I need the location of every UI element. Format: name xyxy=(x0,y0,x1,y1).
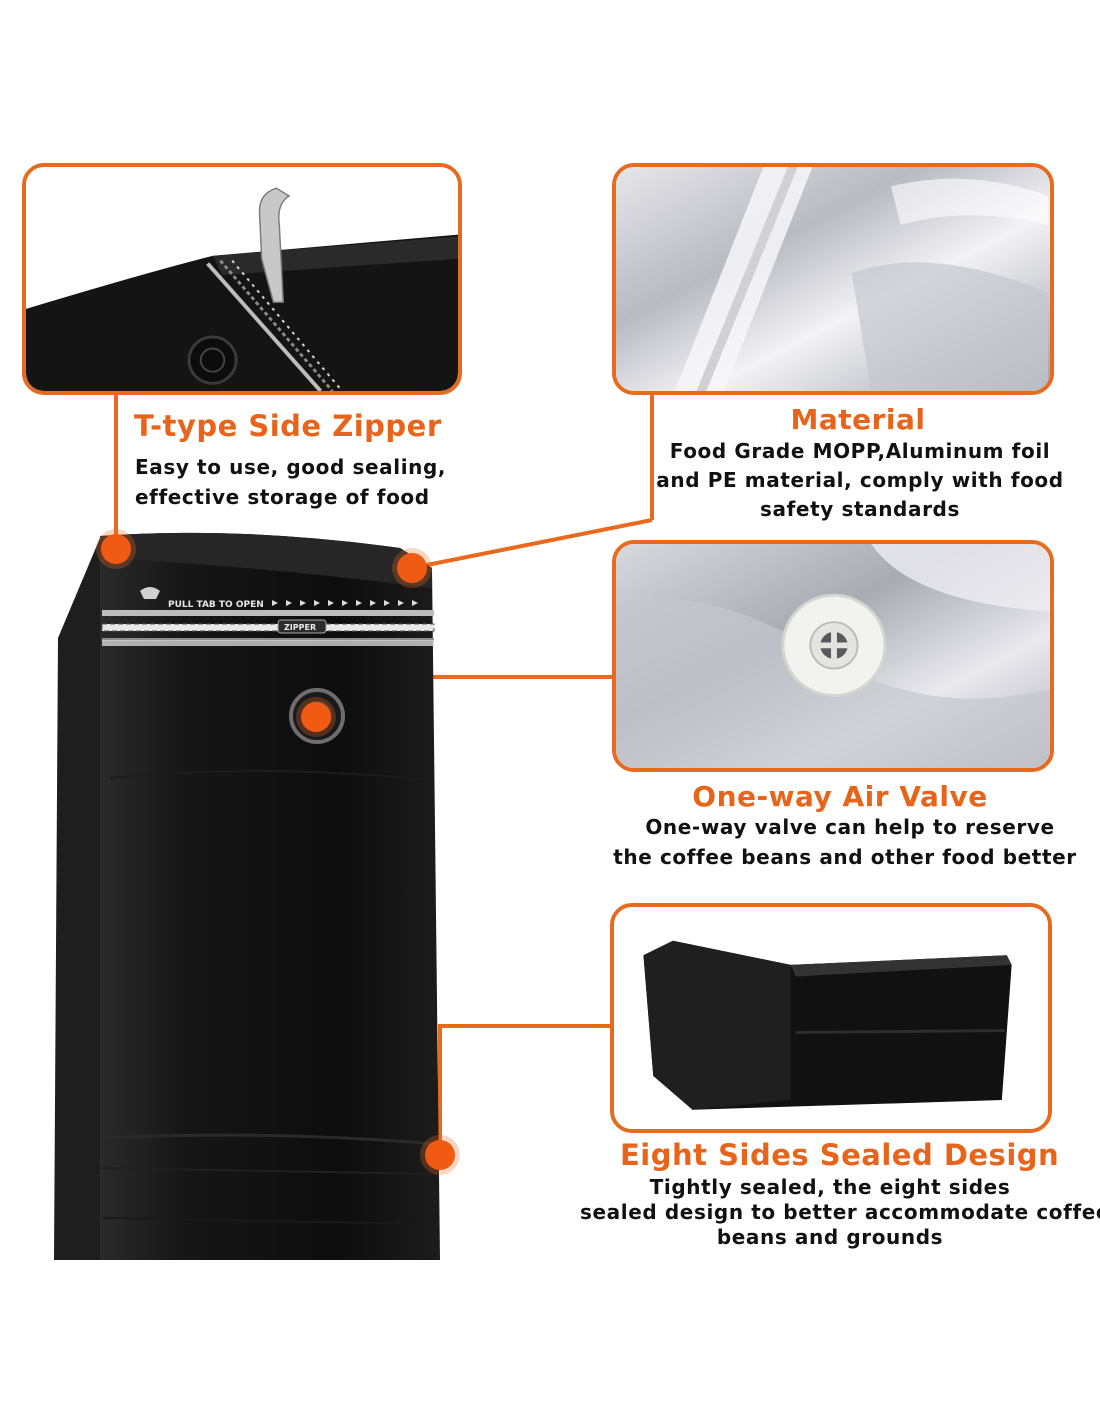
connector-valve xyxy=(320,675,612,679)
valve-desc-line-2: the coffee beans and other food better xyxy=(613,845,1077,869)
zipper-closeup-image xyxy=(26,167,458,391)
zipper-text: ZIPPER xyxy=(284,623,316,632)
material-desc-line-1: Food Grade MOPP,Aluminum foil xyxy=(669,439,1051,463)
base-desc-line-2: sealed design to better accommodate coff… xyxy=(580,1200,1100,1224)
connector-material-diag xyxy=(411,518,653,570)
hotspot-material xyxy=(397,553,427,583)
zipper-closeup-frame xyxy=(22,163,462,395)
base-image xyxy=(614,907,1048,1129)
base-frame xyxy=(610,903,1052,1133)
coffee-bag-image: PULL TAB TO OPEN ZIPPER xyxy=(54,532,440,1260)
valve-image xyxy=(616,544,1050,768)
zipper-title: T-type Side Zipper xyxy=(134,409,442,443)
valve-frame xyxy=(612,540,1054,772)
valve-title: One-way Air Valve xyxy=(692,780,988,813)
material-desc-line-2: and PE material, comply with food xyxy=(656,468,1064,492)
hotspot-zipper xyxy=(101,534,131,564)
hotspot-base xyxy=(425,1140,455,1170)
material-desc-line-3: safety standards xyxy=(760,497,960,521)
zipper-desc-line-1: Easy to use, good sealing, xyxy=(135,455,447,479)
zipper-desc-line-2: effective storage of food xyxy=(135,485,430,509)
hotspot-valve xyxy=(301,702,331,732)
material-image xyxy=(616,167,1050,391)
material-frame xyxy=(612,163,1054,395)
pull-tab-text: PULL TAB TO OPEN xyxy=(168,600,264,610)
connector-base-v xyxy=(438,1024,442,1152)
connector-base-h xyxy=(438,1024,612,1028)
connector-zipper xyxy=(114,392,118,550)
base-desc-line-3: beans and grounds xyxy=(716,1225,944,1249)
valve-desc-line-1: One-way valve can help to reserve xyxy=(645,815,1055,839)
material-title: Material xyxy=(790,403,926,436)
base-desc-line-1: Tightly sealed, the eight sides xyxy=(649,1175,1011,1199)
base-title: Eight Sides Sealed Design xyxy=(620,1138,1060,1172)
connector-material-v xyxy=(650,392,654,520)
